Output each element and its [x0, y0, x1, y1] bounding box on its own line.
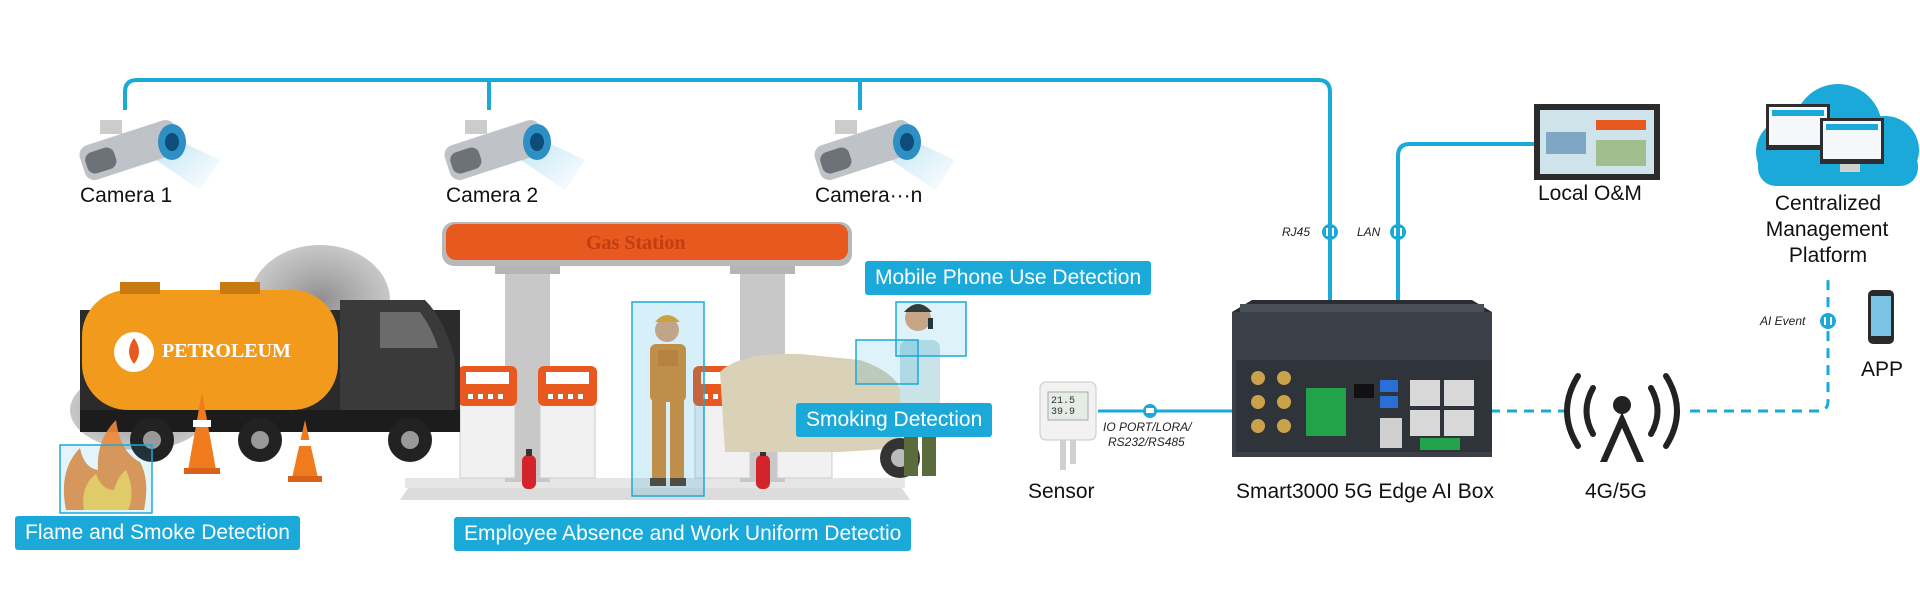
camera-2-icon: [444, 120, 585, 190]
sensor-reading-2: 39.9: [1051, 407, 1076, 418]
wireless-dashed-line: [1490, 274, 1830, 413]
ai-event-label: AI Event: [1760, 314, 1806, 328]
employee-worker-icon: [650, 315, 686, 486]
sensor-reading-1: 21.5: [1051, 396, 1076, 407]
fuel-pump-icon: [538, 366, 597, 479]
local-om-label: Local O&M: [1538, 182, 1642, 205]
edge-ai-box-icon: [1232, 300, 1492, 457]
smartphone-icon: [1868, 290, 1894, 344]
edge-box-label: Smart3000 5G Edge AI Box: [1236, 480, 1494, 503]
camera-n-label: Camera···n: [815, 184, 923, 207]
fire-detection-box: [59, 444, 153, 514]
smoking-detection-box: [855, 339, 919, 385]
sensor-device-icon: [1039, 381, 1097, 470]
port-connectors: [1143, 224, 1836, 418]
lan-line: [1396, 142, 1534, 312]
station-canopy: [446, 224, 848, 260]
camera-n-icon: [814, 120, 955, 190]
camera-1-label: Camera 1: [80, 184, 173, 207]
monitor-icon: [1534, 104, 1660, 180]
traffic-cone-icon: [288, 420, 322, 482]
employee-detection-tag: Employee Absence and Work Uniform Detect…: [454, 517, 912, 551]
lan-port-label: LAN: [1357, 225, 1381, 239]
platform-label-line-3: Platform: [1788, 244, 1868, 267]
camera-1-icon: [79, 120, 220, 190]
app-label: APP: [1861, 358, 1904, 381]
traffic-cone-icon: [184, 392, 220, 474]
sensor-label: Sensor: [1028, 480, 1095, 503]
tanker-truck-icon: [70, 245, 460, 462]
lan-connector-icon: [1390, 224, 1406, 240]
ai-event-connector-icon: [1820, 313, 1836, 329]
cloud-platform-icon: [1756, 84, 1919, 186]
cellular-tower-icon: [1564, 373, 1680, 462]
fuel-pump-icon: [458, 366, 517, 479]
gas-station-illustration: [400, 222, 967, 500]
fire-extinguisher-icon: [522, 449, 536, 489]
platform-label-line-2: Management: [1765, 218, 1889, 241]
platform-label-line-1: Centralized: [1774, 192, 1882, 215]
flame-smoke-detection-tag: Flame and Smoke Detection: [15, 516, 300, 550]
tanker-label: PETROLEUM: [162, 340, 291, 362]
io-port-label-line-2: RS232/RS485: [1108, 435, 1185, 449]
camera-2-label: Camera 2: [446, 184, 539, 207]
rj45-connector-icon: [1322, 224, 1338, 240]
cellular-label: 4G/5G: [1585, 480, 1647, 503]
phone-detection-box: [895, 301, 967, 357]
fire-icon: [59, 420, 153, 514]
mobile-phone-detection-tag: Mobile Phone Use Detection: [865, 261, 1152, 295]
io-port-label-line-1: IO PORT/LORA/: [1103, 420, 1192, 434]
employee-detection-box: [631, 301, 705, 497]
station-sign: Gas Station: [586, 232, 686, 254]
fire-extinguisher-icon: [756, 449, 770, 489]
rj45-port-label: RJ45: [1282, 225, 1311, 239]
camera-network-lines: [123, 78, 1332, 312]
smoking-detection-tag: Smoking Detection: [796, 403, 993, 437]
